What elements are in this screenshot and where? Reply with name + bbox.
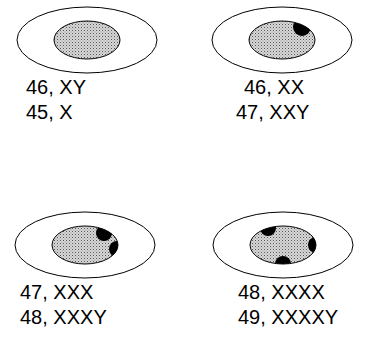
cell bbox=[212, 7, 352, 73]
karyotype-label: 46, XX bbox=[244, 76, 304, 98]
karyotype-label: 48, XXXX bbox=[238, 281, 325, 303]
karyotype-label: 47, XXX bbox=[20, 281, 93, 303]
barr-body bbox=[96, 225, 125, 257]
cell bbox=[213, 212, 353, 278]
cell bbox=[17, 7, 157, 73]
cell bbox=[15, 212, 155, 278]
karyotype-label: 46, XY bbox=[26, 76, 86, 98]
karyotype-label: 48, XXXY bbox=[20, 306, 107, 328]
karyotype-label: 45, X bbox=[26, 101, 73, 123]
barr-body bbox=[293, 18, 311, 36]
barr-body bbox=[260, 220, 324, 272]
karyotype-label: 49, XXXXY bbox=[238, 306, 338, 328]
karyotype-label: 47, XXY bbox=[236, 101, 309, 123]
